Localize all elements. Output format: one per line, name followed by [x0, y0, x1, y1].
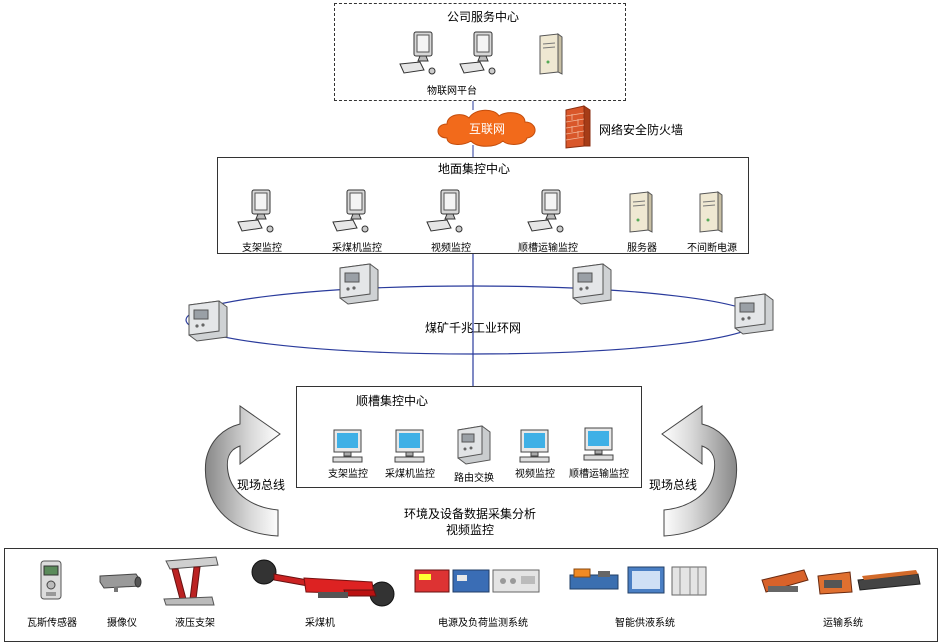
- ground-item-label: 服务器: [627, 243, 657, 254]
- computer-icon: [237, 189, 274, 233]
- field-bus-right-label: 现场总线: [649, 478, 698, 492]
- computer-icon: [459, 31, 496, 75]
- equipment-label: 摄像仪: [107, 618, 137, 629]
- monitor-icon: [332, 429, 363, 463]
- field-bus-left-label: 现场总线: [237, 478, 286, 492]
- ground-center-title: 地面集控中心: [438, 162, 511, 176]
- camera-icon: [99, 573, 142, 592]
- equipment-label: 采煤机: [305, 618, 335, 629]
- equipment-label: 电源及负荷监测系统: [438, 618, 528, 629]
- hydraulic-support-icon: [163, 556, 219, 606]
- monitor-icon: [519, 429, 550, 463]
- router-box-icon: [457, 425, 491, 465]
- firewall-label: 网络安全防火墙: [599, 123, 684, 137]
- ring-network-label: 煤矿千兆工业环网: [424, 321, 522, 335]
- switch-box-icon: [572, 263, 612, 305]
- analysis-line-1: 环境及设备数据采集分析: [403, 507, 537, 521]
- equipment-label: 智能供液系统: [615, 618, 675, 629]
- platform-label: 物联网平台: [427, 86, 477, 97]
- shearer-icon: [251, 559, 395, 607]
- computer-icon: [332, 189, 369, 233]
- monitor-icon: [394, 429, 425, 463]
- computer-icon: [426, 189, 463, 233]
- computer-icon: [399, 31, 436, 75]
- ground-item-label: 支架监控: [242, 243, 282, 254]
- cloud-icon: [437, 109, 536, 147]
- gateway-item-label: 路由交换: [454, 473, 494, 484]
- equipment-label: 运输系统: [823, 618, 863, 629]
- switch-box-icon: [734, 293, 774, 335]
- gateway-item-label: 视频监控: [515, 469, 555, 480]
- ups-icon: [699, 191, 723, 233]
- field-equipment-panel: [4, 548, 938, 642]
- power-monitor-icon: [414, 569, 540, 593]
- equipment-label: 瓦斯传感器: [27, 618, 77, 629]
- gateway-item-label: 支架监控: [328, 469, 368, 480]
- gas-sensor-icon: [40, 560, 62, 600]
- monitor-icon: [583, 427, 614, 461]
- ground-control-center: [217, 157, 749, 254]
- switch-box-icon: [188, 300, 228, 342]
- switch-box-icon: [339, 263, 379, 305]
- liquid-supply-icon: [569, 566, 707, 596]
- ground-item-label: 采煤机监控: [332, 243, 382, 254]
- curved-arrow-right: [661, 405, 738, 537]
- company-center-title: 公司服务中心: [447, 10, 520, 24]
- gateway-item-label: 采煤机监控: [385, 469, 435, 480]
- computer-icon: [527, 189, 564, 233]
- gateway-item-label: 顺槽运输监控: [569, 469, 629, 480]
- ground-item-label: 视频监控: [431, 243, 471, 254]
- analysis-line-2: 视频监控: [445, 523, 495, 537]
- ground-item-label: 顺槽运输监控: [518, 243, 578, 254]
- curved-arrow-left: [204, 405, 281, 537]
- firewall-icon: [565, 105, 591, 149]
- gateway-center-title: 顺槽集控中心: [356, 394, 429, 408]
- internet-label: 互联网: [468, 122, 506, 136]
- conveyor-icon: [761, 569, 921, 595]
- server-icon: [539, 33, 563, 75]
- equipment-label: 液压支架: [175, 618, 215, 629]
- server-icon: [629, 191, 653, 233]
- ground-item-label: 不间断电源: [687, 243, 737, 254]
